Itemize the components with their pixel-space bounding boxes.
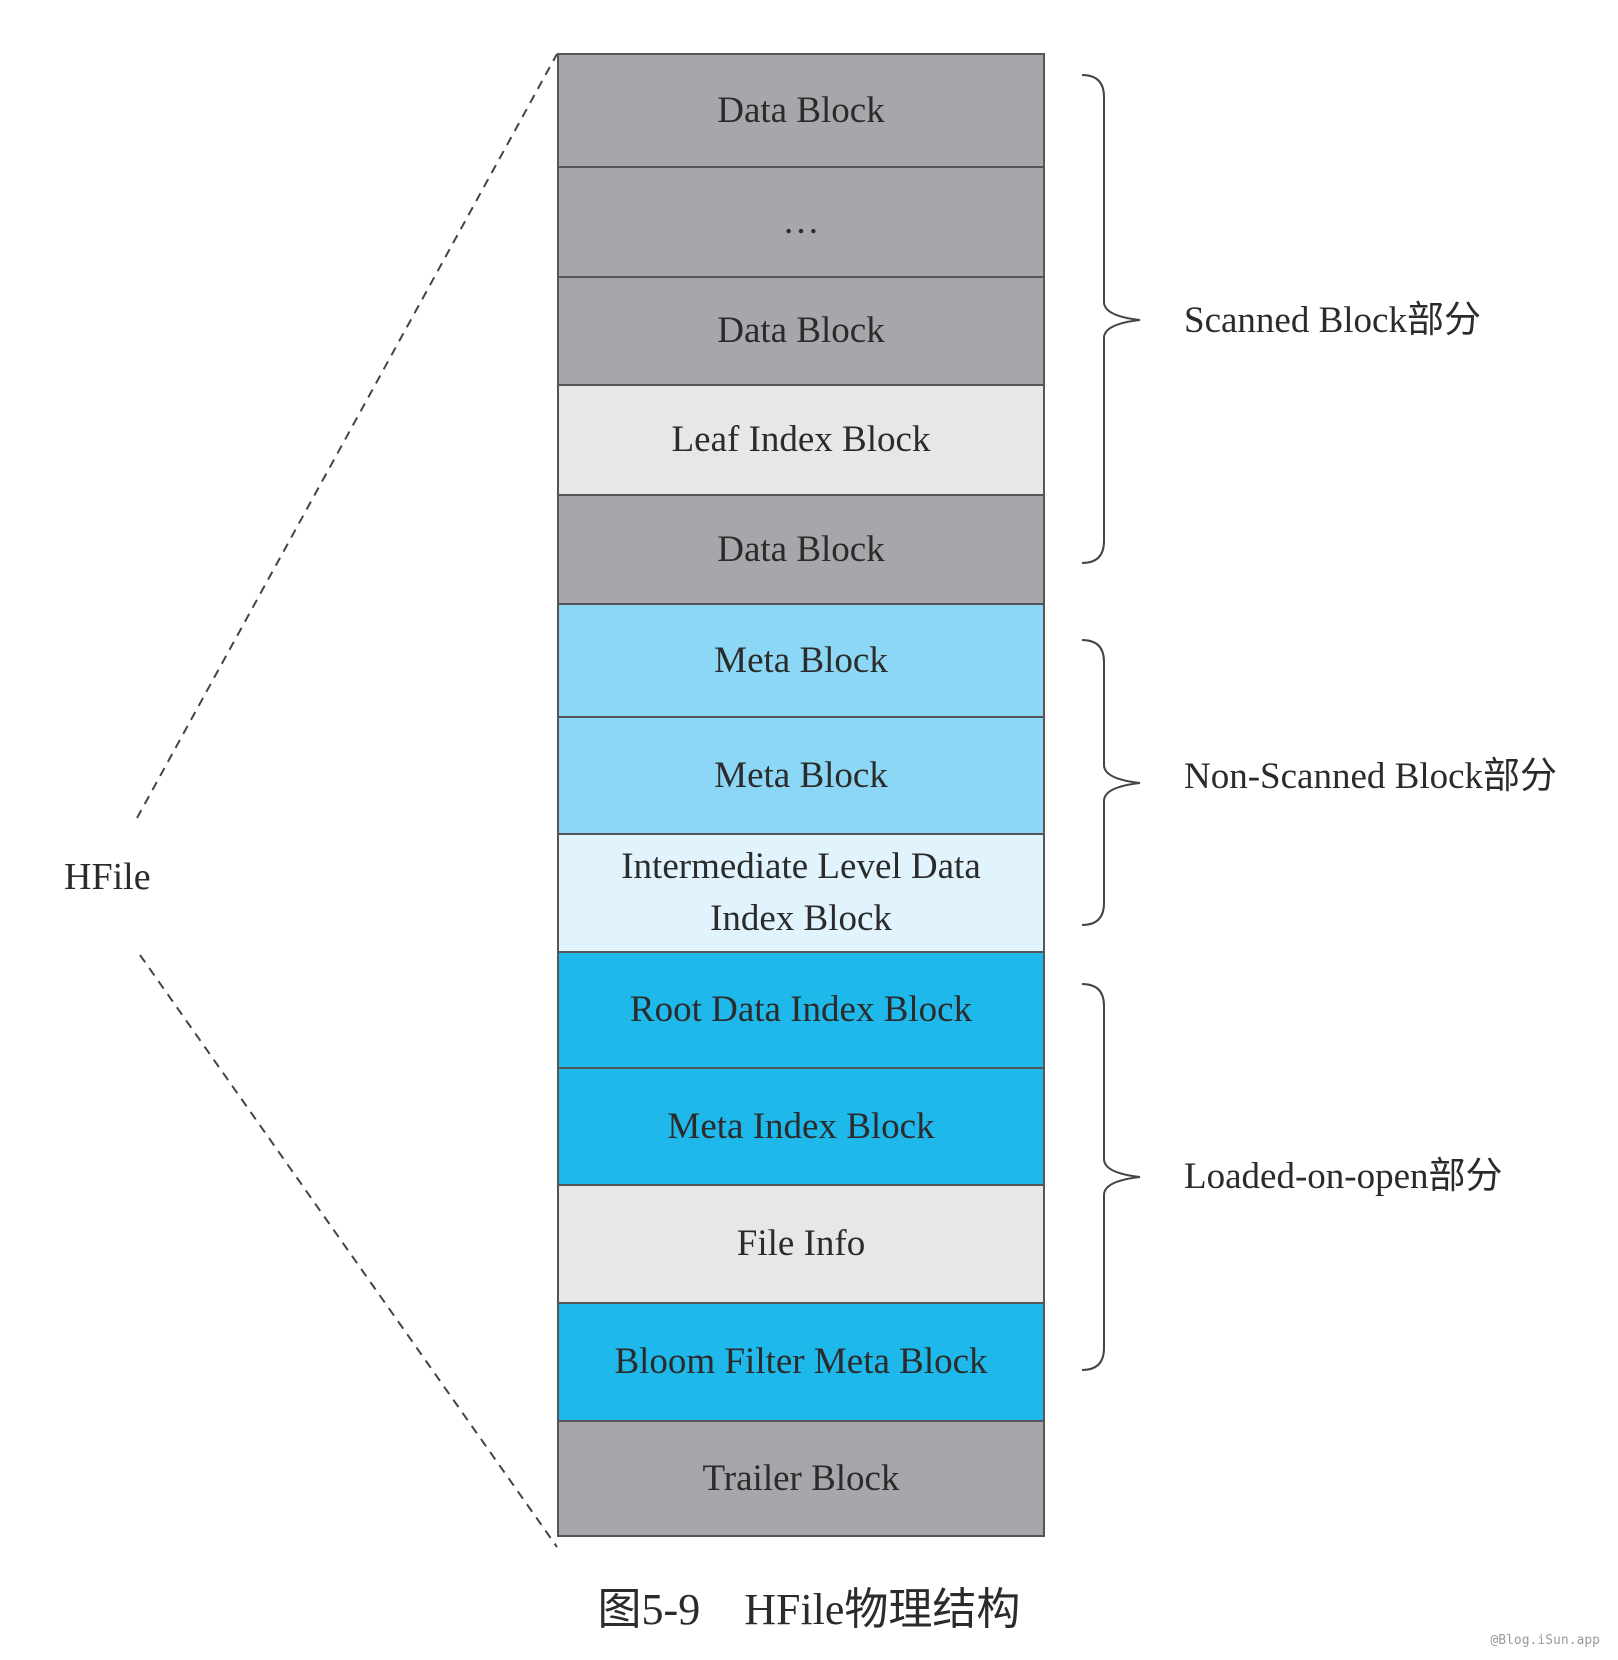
block-10: Meta Index Block: [559, 1069, 1043, 1186]
loaded-on-open-section-label: Loaded-on-open部分: [1184, 1156, 1503, 1197]
scanned-brace: [1081, 74, 1141, 564]
non-scanned-brace: [1081, 639, 1141, 926]
block-13: Trailer Block: [559, 1422, 1043, 1535]
block-label: Meta Index Block: [667, 1105, 935, 1147]
block-11: File Info: [559, 1186, 1043, 1304]
block-label: Meta Block: [714, 754, 888, 796]
scanned-section-label: Scanned Block部分: [1184, 300, 1481, 341]
figure-caption: 图5-9 HFile物理结构: [597, 1585, 1021, 1634]
watermark: @Blog.iSun.app: [1490, 1633, 1600, 1648]
block-4: Leaf Index Block: [559, 386, 1043, 496]
section-braces: [1081, 74, 1141, 1371]
block-label: Data Block: [717, 310, 885, 352]
block-2: …: [559, 168, 1043, 278]
block-label: Intermediate Level Data Index Block: [621, 846, 981, 939]
block-6: Meta Block: [559, 605, 1043, 718]
block-label: Trailer Block: [702, 1457, 900, 1499]
block-label: …: [782, 201, 820, 243]
block-label: File Info: [736, 1223, 866, 1265]
block-label: Meta Block: [714, 639, 888, 681]
block-5: Data Block: [559, 496, 1043, 605]
block-label: Leaf Index Block: [671, 419, 931, 461]
loaded-on-open-brace: [1081, 983, 1141, 1371]
non-scanned-section-label: Non-Scanned Block部分: [1184, 756, 1558, 797]
block-1: Data Block: [559, 55, 1043, 168]
hfile-lower-dashed-line: [139, 954, 558, 1548]
block-label: Bloom Filter Meta Block: [614, 1341, 988, 1383]
block-12: Bloom Filter Meta Block: [559, 1304, 1043, 1422]
hfile-upper-dashed-line: [136, 53, 558, 819]
block-7: Meta Block: [559, 718, 1043, 835]
block-9: Root Data Index Block: [559, 953, 1043, 1069]
block-label: Root Data Index Block: [629, 989, 973, 1031]
block-label: Data Block: [717, 89, 885, 131]
hfile-label: HFile: [64, 856, 151, 898]
block-3: Data Block: [559, 278, 1043, 386]
block-label: Data Block: [717, 528, 885, 570]
block-8: Intermediate Level Data Index Block: [559, 835, 1043, 953]
